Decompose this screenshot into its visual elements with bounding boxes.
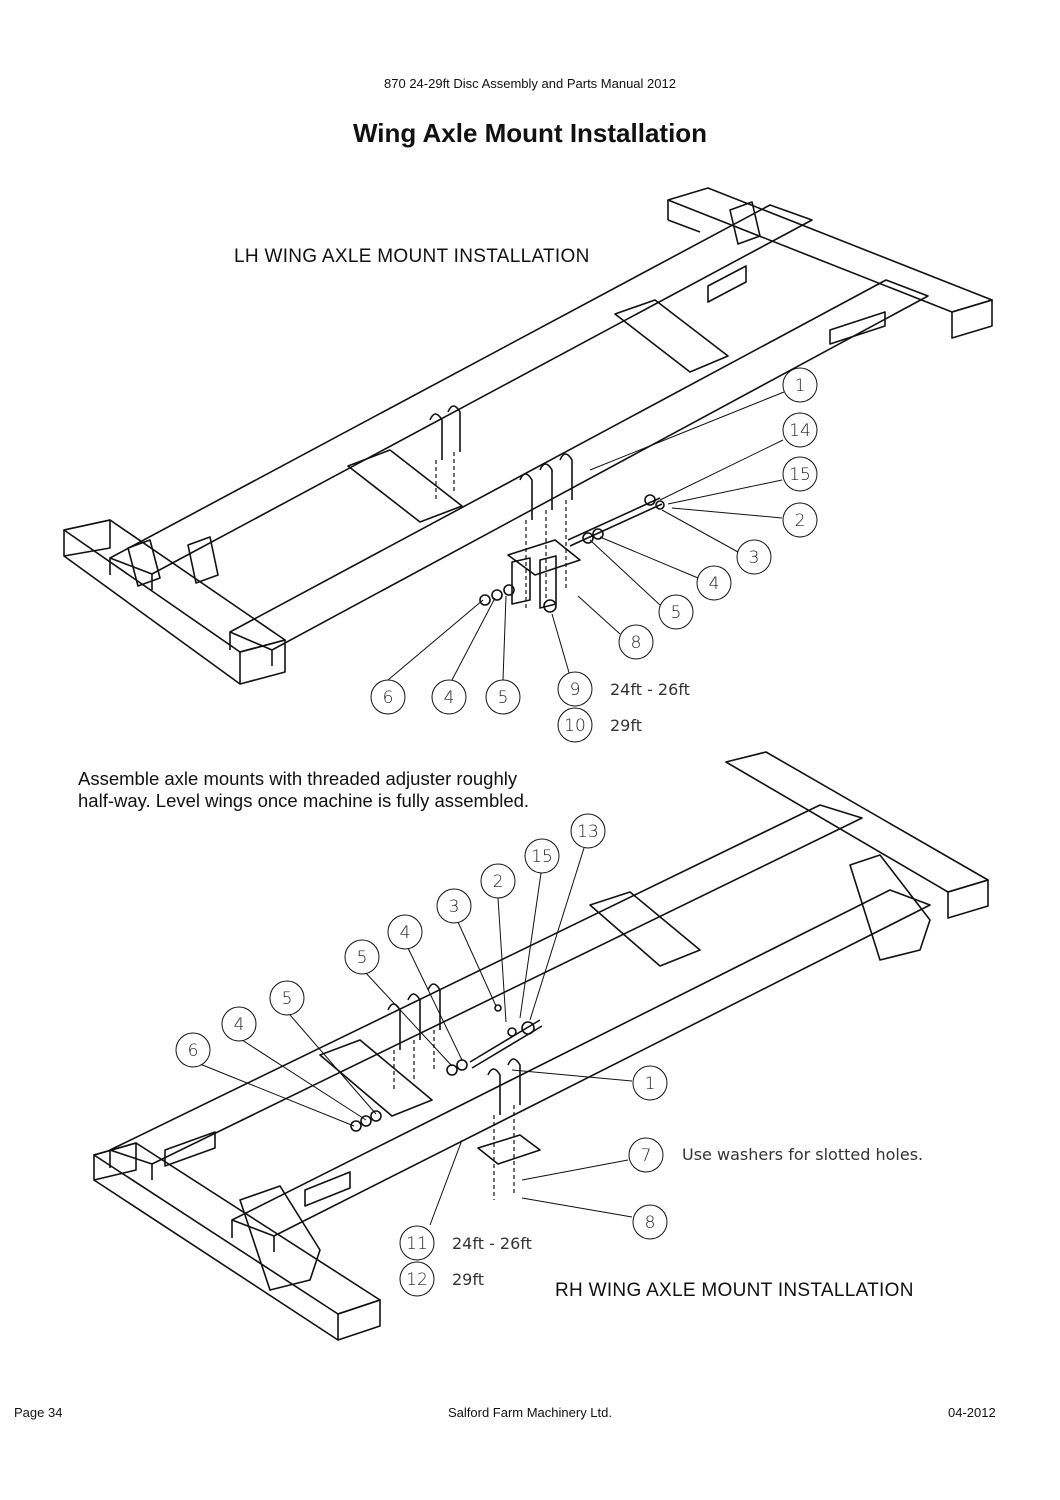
svg-text:9: 9 (570, 680, 581, 700)
lh-callout-5: 5 (658, 594, 694, 630)
rh-variant-label-12: 29ft (452, 1270, 484, 1289)
svg-text:2: 2 (493, 872, 504, 892)
lh-section-title: LH WING AXLE MOUNT INSTALLATION (234, 246, 590, 267)
rh-callout-12: 12 (399, 1261, 435, 1297)
rh-bolt-guides (393, 1030, 515, 1200)
svg-text:8: 8 (645, 1213, 656, 1233)
note-line-2: half-way. Level wings once machine is fu… (78, 790, 530, 811)
svg-text:1: 1 (795, 376, 806, 396)
rh-callout-1: 1 (632, 1065, 668, 1101)
lh-callout-3: 3 (736, 539, 772, 575)
svg-text:2: 2 (795, 511, 806, 531)
lh-callout-4b: 4 (431, 679, 467, 715)
rh-section-title: RH WING AXLE MOUNT INSTALLATION (555, 1280, 914, 1301)
rh-callout-5: 5 (344, 939, 380, 975)
lh-callout-9: 9 (557, 671, 593, 707)
svg-text:4: 4 (444, 688, 455, 708)
rh-callouts: 13 15 2 3 4 5 5 4 6 1 7 Use washers for … (175, 813, 923, 1297)
svg-text:3: 3 (749, 548, 760, 568)
note-line-1: Assemble axle mounts with threaded adjus… (78, 768, 518, 789)
rh-callout-5b: 5 (269, 980, 305, 1016)
rh-leader-lines (194, 847, 633, 1226)
footer-date: 04-2012 (948, 1405, 996, 1420)
rh-callout-15: 15 (524, 838, 560, 874)
assembly-note: Assemble axle mounts with threaded adjus… (78, 768, 638, 812)
lh-callout-4: 4 (696, 565, 732, 601)
rh-callout-8: 8 (632, 1204, 668, 1240)
lh-variant-label-9: 24ft - 26ft (610, 680, 690, 699)
footer-page-number: Page 34 (14, 1405, 63, 1420)
lh-callout-6: 6 (370, 679, 406, 715)
svg-text:14: 14 (789, 421, 811, 441)
svg-text:4: 4 (234, 1015, 245, 1035)
svg-text:5: 5 (357, 948, 368, 968)
rh-variant-label-11: 24ft - 26ft (452, 1234, 532, 1253)
page-title: Wing Axle Mount Installation (352, 118, 708, 148)
svg-text:4: 4 (709, 574, 720, 594)
rh-callout-4b: 4 (221, 1006, 257, 1042)
svg-text:7: 7 (641, 1146, 652, 1166)
svg-text:5: 5 (498, 688, 509, 708)
lh-variant-label-10: 29ft (610, 716, 642, 735)
lh-leader-lines (387, 391, 785, 681)
svg-text:1: 1 (645, 1074, 656, 1094)
lh-callout-15: 15 (782, 456, 818, 492)
rh-callout-2: 2 (480, 863, 516, 899)
svg-text:10: 10 (564, 716, 586, 736)
lh-callout-14: 14 (782, 412, 818, 448)
footer-company: Salford Farm Machinery Ltd. (447, 1405, 612, 1420)
lh-callouts: 1 14 15 2 3 4 5 8 6 4 5 9 24ft - 26ft 10… (370, 367, 818, 743)
svg-text:3: 3 (449, 897, 460, 917)
lh-callout-8: 8 (618, 624, 654, 660)
rh-callout-11: 11 (399, 1225, 435, 1261)
svg-text:8: 8 (631, 633, 642, 653)
lh-callout-1: 1 (782, 367, 818, 403)
svg-text:15: 15 (789, 465, 811, 485)
manual-header: 870 24-29ft Disc Assembly and Parts Manu… (384, 76, 676, 91)
washer-note: Use washers for slotted holes. (682, 1145, 923, 1164)
rh-callout-4: 4 (387, 914, 423, 950)
rh-callout-3: 3 (436, 888, 472, 924)
lh-bolt-guides (435, 452, 567, 610)
svg-text:5: 5 (282, 989, 293, 1009)
lh-callout-2: 2 (782, 502, 818, 538)
svg-text:11: 11 (406, 1234, 428, 1254)
svg-text:13: 13 (577, 822, 599, 842)
lh-callout-10: 10 (557, 707, 593, 743)
lh-wing-frame-drawing (63, 187, 993, 685)
svg-text:12: 12 (406, 1270, 428, 1290)
rh-callout-13: 13 (570, 813, 606, 849)
svg-text:6: 6 (383, 688, 394, 708)
lh-callout-5b: 5 (485, 679, 521, 715)
svg-text:15: 15 (531, 847, 553, 867)
rh-callout-7: 7 (628, 1137, 664, 1173)
svg-text:4: 4 (400, 923, 411, 943)
svg-text:6: 6 (188, 1041, 199, 1061)
svg-text:5: 5 (671, 603, 682, 623)
rh-callout-6: 6 (175, 1032, 211, 1068)
